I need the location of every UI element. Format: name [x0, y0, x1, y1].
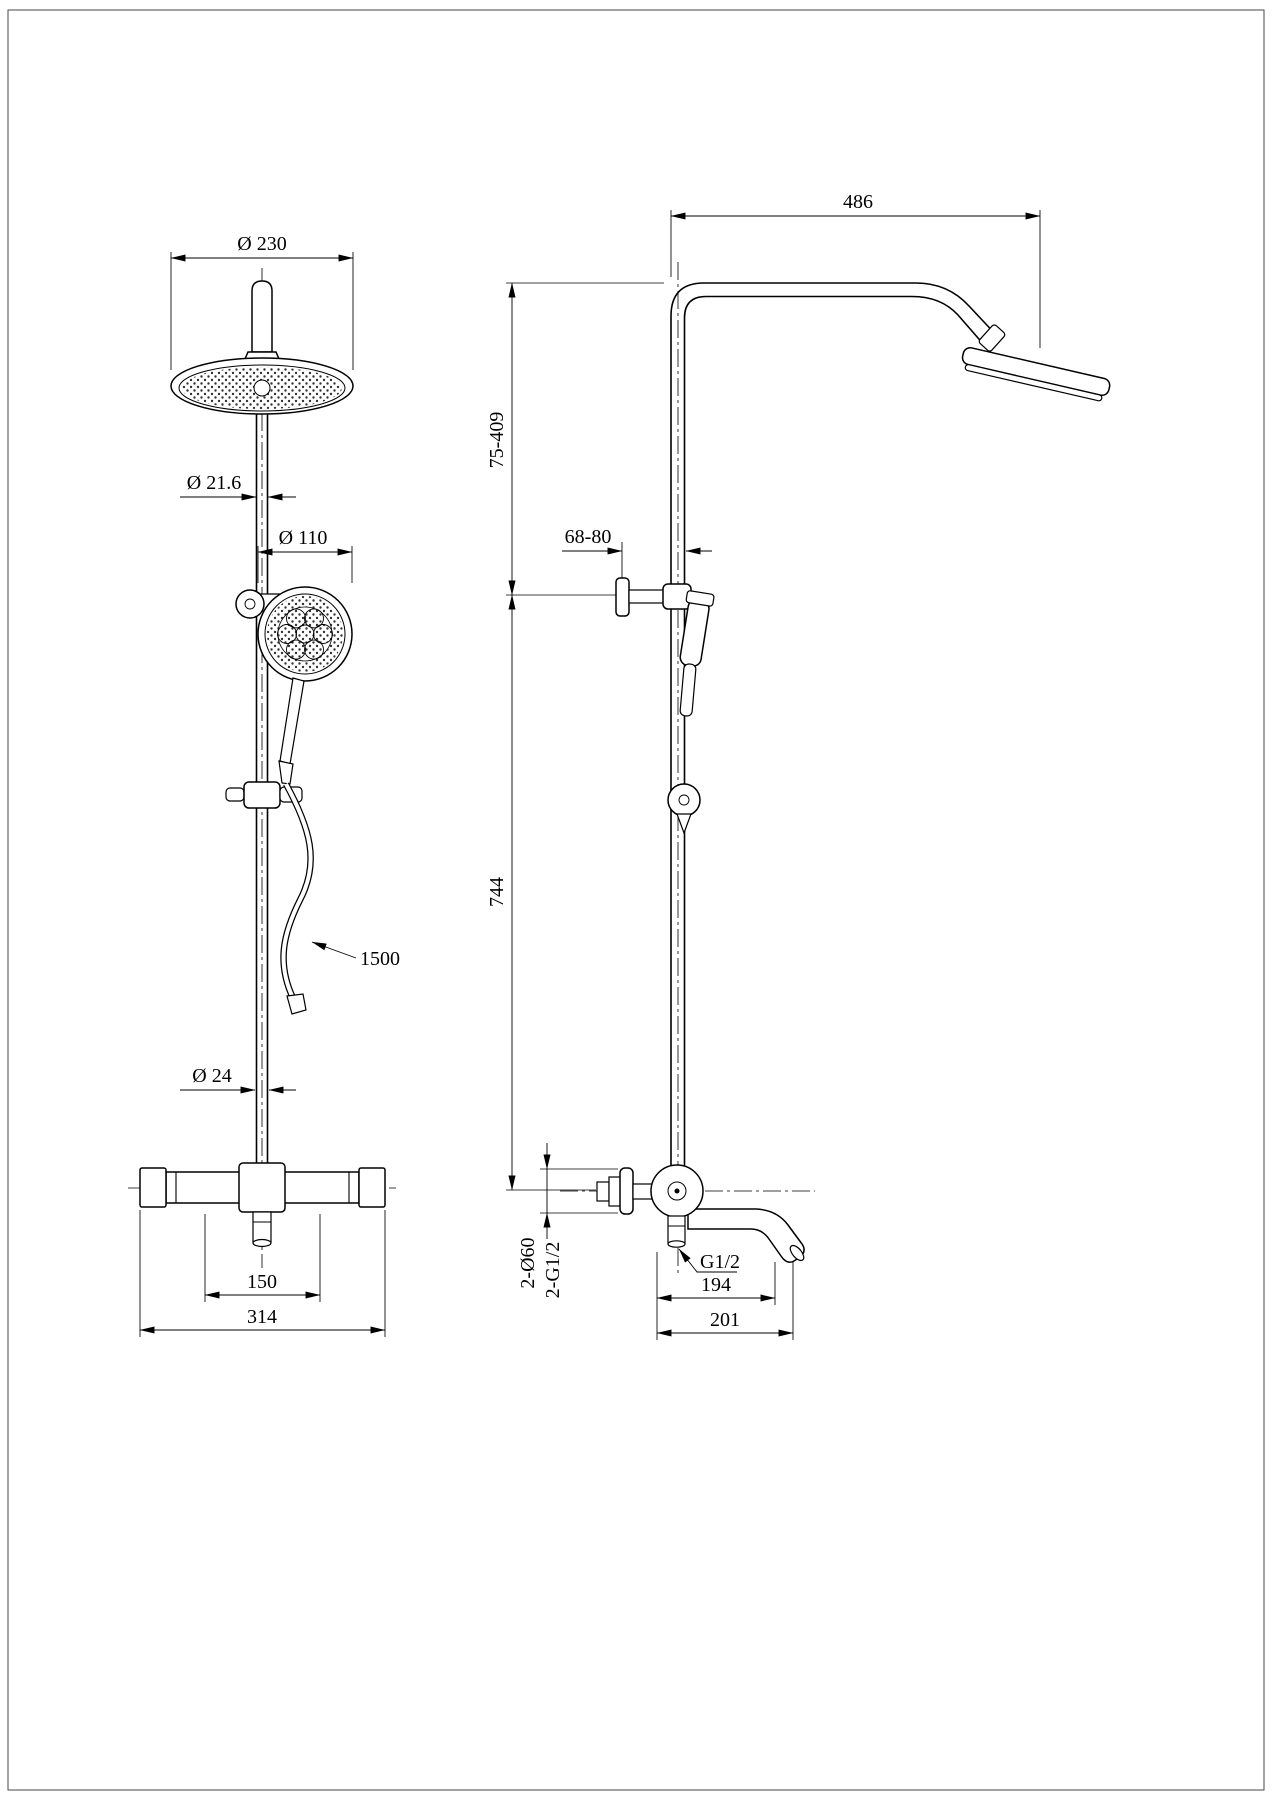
clamp-knob — [225, 787, 245, 802]
hand-shower-side — [679, 590, 715, 717]
outlet-thread-label: G1/2 — [700, 1251, 740, 1273]
dim-arm-reach: 486 — [670, 191, 1041, 348]
valve-flange — [619, 1167, 634, 1215]
wall-stub — [596, 1181, 610, 1202]
arm-reach-label: 486 — [843, 191, 873, 213]
dim-outlet-thread: G1/2 — [678, 1248, 740, 1273]
riser-lower-diameter-label: Ø 24 — [192, 1065, 231, 1087]
dim-bracket-range: 68-80 — [562, 526, 712, 585]
hand-shower-diameter-label: Ø 110 — [279, 527, 328, 549]
bottom-outlet-side — [667, 1215, 686, 1244]
hose-fitting-upper — [278, 760, 294, 785]
spout-projection-label: 194 — [701, 1274, 731, 1296]
dim-riser-height: 744 — [486, 594, 596, 1191]
hose-fitting-lower — [286, 993, 307, 1015]
spout-mouth — [789, 1244, 805, 1262]
head-stem — [251, 280, 273, 353]
hand-shower-pivot — [235, 589, 265, 619]
side-view: 486 75-409 68-80 — [486, 191, 1111, 1340]
inlet-thread-label: 2-G1/2 — [542, 1242, 564, 1299]
dim-riser-upper: Ø 21.6 — [180, 472, 296, 501]
hand-shower-handle — [279, 677, 305, 765]
rain-shower-head-side — [961, 324, 1111, 402]
spout-overall-label: 201 — [710, 1309, 740, 1331]
dim-valve-width: 314 — [139, 1210, 386, 1337]
riser-and-arm-side — [670, 282, 1000, 1168]
valve-assembly-side — [596, 1164, 805, 1263]
head-diameter-label: Ø 230 — [237, 233, 286, 255]
dim-hose-length: 1500 — [311, 941, 400, 970]
dim-flange: 2-Ø60 2-G1/2 — [517, 1143, 618, 1298]
valve-right-cap — [358, 1167, 386, 1208]
hand-shower-front — [235, 586, 353, 785]
dim-upper-height: 75-409 — [486, 282, 664, 596]
slider-side — [667, 783, 701, 835]
dim-riser-lower: Ø 24 — [180, 1065, 296, 1094]
front-view: Ø 230 Ø 21.6 Ø 110 — [128, 233, 400, 1337]
dim-spout-overall: 201 — [656, 1262, 794, 1340]
inlet-spacing-label: 150 — [247, 1271, 277, 1293]
riser-upper-diameter-label: Ø 21.6 — [187, 472, 241, 494]
dim-head-diameter: Ø 230 — [170, 233, 354, 370]
valve-width-label: 314 — [247, 1306, 277, 1328]
upper-height-label: 75-409 — [486, 412, 508, 469]
valve-body-front — [139, 1162, 386, 1248]
head-connector — [978, 324, 1006, 352]
riser-height-label: 744 — [486, 877, 508, 907]
dim-inlet-spacing: 150 — [204, 1214, 321, 1302]
wall-bracket-side — [615, 577, 692, 617]
wall-stub-step — [608, 1176, 622, 1207]
rain-shower-head-front — [170, 280, 354, 415]
bottom-outlet-front — [252, 1211, 272, 1243]
valve-left-cap — [139, 1167, 167, 1208]
slider-clamp-front — [225, 781, 303, 809]
hand-shower-handle-side — [679, 663, 697, 717]
valve-center-hub — [238, 1162, 286, 1213]
bracket-range-label: 68-80 — [565, 526, 612, 548]
dim-spout-projection: 194 — [656, 1252, 776, 1340]
bracket-flange — [615, 577, 630, 617]
dim-hand-shower: Ø 110 — [257, 527, 353, 583]
hose-length-label: 1500 — [360, 948, 400, 970]
flange-diameter-label: 2-Ø60 — [517, 1237, 539, 1288]
tub-spout — [687, 1208, 805, 1263]
bracket-arm — [628, 589, 668, 604]
drawing-frame — [7, 9, 1265, 1791]
shower-hose — [280, 782, 314, 1015]
